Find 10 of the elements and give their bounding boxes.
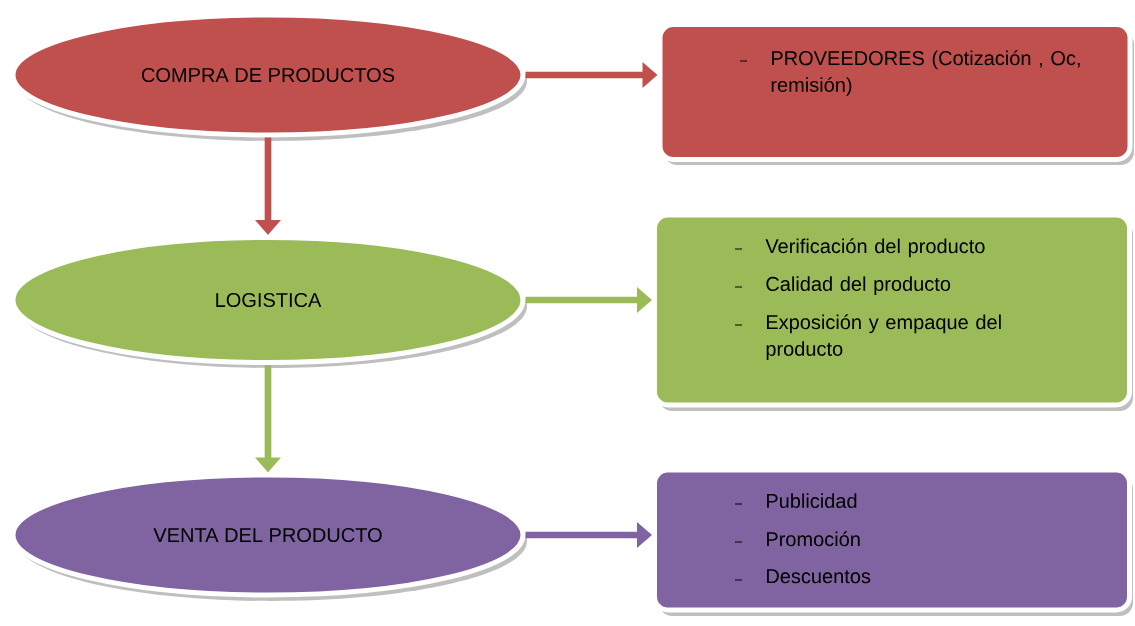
info-box [652,467,1133,616]
info-box [657,22,1134,165]
info-box [652,212,1133,411]
list-item: Promoción [767,531,860,547]
list-item: Verificación del producto [765,238,985,258]
list-item: PROVEEDORES (Cotización , Oc, remisión) [771,50,1080,96]
list-item: Descuentos [767,569,871,584]
list-item: Exposición y empaque del producto [766,314,1001,360]
list-item: Publicidad [767,493,857,508]
list-item: Calidad del producto [766,276,951,295]
